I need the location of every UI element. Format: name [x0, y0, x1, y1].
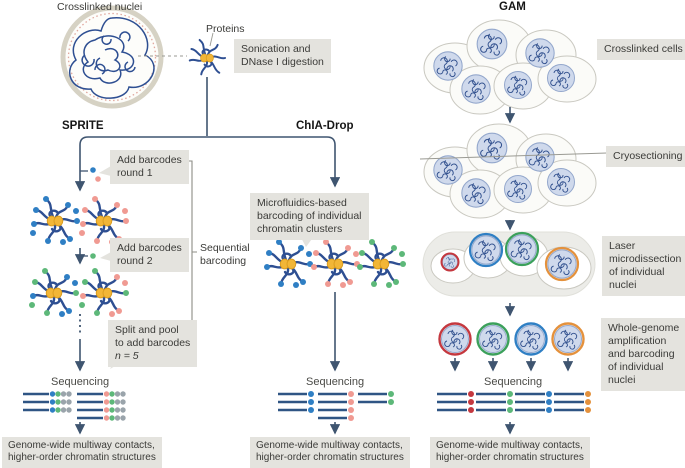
wga-box: Whole-genome amplification and barcoding… — [601, 318, 685, 392]
add-barcodes-round1-box: Add barcodes round 1 — [110, 150, 189, 185]
laser-line4: nuclei — [609, 279, 637, 292]
laser-line1: Laser — [609, 240, 636, 252]
crosslinked-nuclei-label: Crosslinked nuclei — [57, 1, 143, 13]
sprite-outcome-box: Genome-wide multiway contacts, higher-or… — [2, 437, 162, 468]
ab2-line1: Add barcodes — [117, 242, 182, 254]
chiadrop-complex-blue — [264, 239, 313, 288]
branch-line-sprite-chiadrop — [74, 136, 341, 192]
blue-ring — [468, 232, 504, 268]
micro-line1: Microfluidics-based — [257, 197, 347, 209]
gam-outcome-line2: higher-order chromatin structures — [436, 452, 584, 464]
crosslinked-cells-box: Crosslinked cells — [597, 39, 685, 61]
chiadrop-outcome-box: Genome-wide multiway contacts, higher-or… — [250, 437, 410, 468]
chiadrop-complex-pink — [311, 239, 360, 288]
wga-line1: Whole-genome — [608, 322, 680, 334]
gam-laser-microdissection-icon — [422, 231, 596, 297]
chiadrop-flow — [264, 232, 406, 435]
micro-line3: chromatin clusters — [257, 223, 343, 236]
sprite-outcome-line1: Genome-wide multiway contacts, — [8, 440, 155, 451]
section-plane-line — [419, 152, 608, 160]
sprite-title: SPRITE — [62, 120, 104, 132]
gam-crosslinked-cells-icon — [423, 19, 597, 115]
orange-ring — [544, 246, 580, 282]
sprite-complex-round2-pink-green — [79, 268, 129, 317]
sprite-sequencing-reads — [23, 391, 126, 421]
gam-cryosectioning-icon — [419, 123, 608, 219]
sprite-complex-round2-blue-green — [29, 268, 79, 317]
gam-sequencing-label: Sequencing — [484, 376, 543, 388]
laser-line2: microdissection — [609, 253, 682, 266]
seqbar-line2: barcoding — [200, 254, 247, 267]
split-pool-box: Split and pool to add barcodes n = 5 — [108, 320, 198, 368]
sprite-complex-round1-blue — [30, 196, 80, 245]
green-ring — [504, 231, 540, 267]
add-barcodes-round2-box: Add barcodes round 2 — [110, 238, 189, 273]
micro-line2: barcoding of individual — [257, 210, 362, 223]
sprite-outcome-line2: higher-order chromatin structures — [8, 452, 156, 464]
chiadrop-complex-green — [357, 239, 406, 288]
laser-microdissection-box: Laser microdissection of individual nucl… — [602, 236, 685, 297]
gam-barcoded-nuclei-icon — [438, 322, 585, 356]
ab1-line2: round 1 — [117, 167, 153, 180]
sprite-sequencing-label: Sequencing — [51, 376, 110, 388]
gam-nuclei-arrows — [449, 358, 574, 372]
gam-outcome-box: Genome-wide multiway contacts, higher-or… — [430, 437, 590, 468]
cryosectioning-box: Cryosectioning — [606, 146, 685, 168]
chiadrop-sequencing-label: Sequencing — [306, 376, 365, 388]
proteins-label: Proteins — [206, 23, 245, 35]
ab2-line2: round 2 — [117, 255, 153, 268]
chiadrop-outcome-line2: higher-order chromatin structures — [256, 452, 404, 464]
sonication-line2: DNase I digestion — [241, 56, 324, 69]
gam-outcome-line1: Genome-wide multiway contacts, — [436, 440, 583, 451]
split-line2: to add barcodes — [115, 337, 191, 350]
wga-line5: nuclei — [608, 374, 636, 387]
ab1-line1: Add barcodes — [117, 154, 182, 166]
gam-flow — [419, 19, 608, 435]
wga-line2: amplification — [608, 335, 667, 348]
wga-line4: of individual — [608, 361, 664, 374]
sequential-barcoding-label: Sequential barcoding — [200, 242, 250, 268]
wga-line3: and barcoding — [608, 348, 675, 361]
sprite-flow — [23, 160, 197, 435]
gam-title: GAM — [499, 1, 526, 13]
protein-complex-icon — [188, 38, 227, 76]
split-line3: n = 5 — [115, 350, 139, 363]
chiadrop-outcome-line1: Genome-wide multiway contacts, — [256, 440, 403, 451]
chiadrop-title: ChIA-Drop — [296, 120, 354, 132]
proteins-pointer-line — [209, 32, 214, 47]
laser-line3: of individual — [609, 266, 665, 279]
sonication-label-box: Sonication and DNase I digestion — [234, 39, 331, 74]
chiadrop-sequencing-reads — [278, 391, 394, 421]
split-line1: Split and pool — [115, 324, 179, 336]
red-ring — [440, 252, 460, 272]
crosslinked-nucleus-icon — [60, 5, 164, 109]
sonication-line1: Sonication and — [241, 43, 311, 55]
gam-sequencing-reads — [437, 391, 591, 413]
seqbar-line1: Sequential — [200, 242, 250, 254]
microfluidics-box: Microfluidics-based barcoding of individ… — [250, 193, 369, 241]
